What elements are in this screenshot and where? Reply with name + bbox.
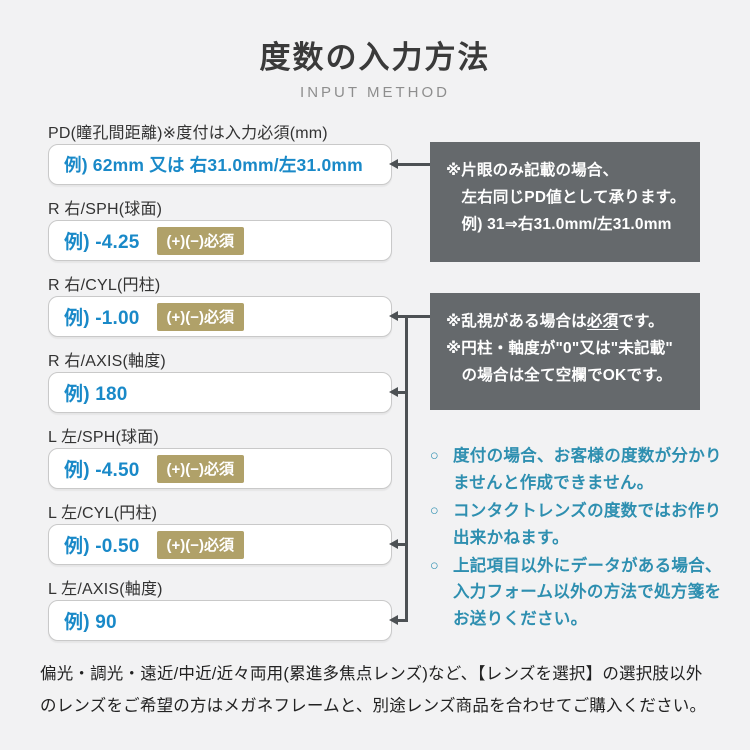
pd-note-line: ※片眼のみ記載の場合、	[446, 162, 619, 179]
notes-list: ○ 度付の場合、お客様の度数が分かりませんと作成できません。 ○ コンタクトレン…	[430, 443, 726, 634]
cyl-left-example-text: 例) -0.50	[64, 536, 140, 557]
sph-right-example-text: 例) -4.25	[64, 232, 140, 253]
pd-note-line: 例) 31⇒右31.0mm/左31.0mm	[461, 216, 672, 234]
cyl-right-example-text: 例) -1.00	[64, 308, 140, 329]
axis-left-label: L 左/AXIS(軸度)	[48, 581, 163, 598]
cyl-left-input[interactable]: 例) -0.50 (+)(−)必須	[48, 524, 392, 565]
cyl-note-line: の場合は全て空欄でOKです。	[461, 367, 673, 385]
plus-minus-required-badge: (+)(−)必須	[156, 454, 245, 483]
connector-line	[397, 391, 408, 394]
sph-right-input[interactable]: 例) -4.25 (+)(−)必須	[48, 220, 392, 261]
cyl-note-line: ※乱視がある場合は必須です。	[446, 313, 664, 330]
footer-note: 偏光・調光・遠近/中近/近々両用(累進多焦点レンズ)など、【レンズを選択】の選択…	[40, 665, 707, 716]
sph-left-example-text: 例) -4.50	[64, 460, 140, 481]
list-item: ○ 度付の場合、お客様の度数が分かりませんと作成できません。	[430, 443, 726, 497]
cyl-note-callout: ※乱視がある場合は必須です。 ※円柱・軸度が"0"又は"未記載" の場合は全て空…	[430, 293, 700, 410]
page-title: 度数の入力方法	[259, 40, 491, 75]
axis-left-input[interactable]: 例) 90	[48, 600, 392, 641]
arrow-left-icon	[389, 539, 398, 549]
sph-right-label: R 右/SPH(球面)	[48, 201, 163, 218]
cyl-right-label: R 右/CYL(円柱)	[48, 277, 161, 294]
connector-line	[397, 543, 408, 546]
plus-minus-required-badge: (+)(−)必須	[156, 226, 245, 255]
plus-minus-required-badge: (+)(−)必須	[156, 530, 245, 559]
circle-bullet-icon: ○	[430, 557, 440, 574]
pd-note-line: 左右同じPD値として承ります。	[461, 189, 686, 207]
connector-line	[405, 315, 408, 622]
note-text: 度付の場合、お客様の度数が分かりませんと作成できません。	[453, 447, 722, 492]
connector-line	[397, 619, 408, 622]
note-text: 上記項目以外にデータがある場合、入力フォーム以外の方法で処方箋をお送りください。	[453, 556, 722, 629]
arrow-left-icon	[389, 311, 398, 321]
cyl-left-label: L 左/CYL(円柱)	[48, 505, 158, 522]
cyl-note-line: ※円柱・軸度が"0"又は"未記載"	[446, 340, 673, 358]
axis-left-example-text: 例) 90	[64, 612, 117, 633]
connector-line	[397, 163, 430, 166]
sph-left-input[interactable]: 例) -4.50 (+)(−)必須	[48, 448, 392, 489]
axis-right-label: R 右/AXIS(軸度)	[48, 353, 166, 370]
plus-minus-required-badge: (+)(−)必須	[156, 302, 245, 331]
pd-example-text: 例) 62mm 又は 右31.0mm/左31.0mm	[64, 155, 363, 175]
pd-label: PD(瞳孔間距離)※度付は入力必須(mm)	[48, 125, 328, 142]
note-text: コンタクトレンズの度数ではお作り出来かねます。	[453, 501, 722, 547]
axis-right-input[interactable]: 例) 180	[48, 372, 392, 413]
circle-bullet-icon: ○	[430, 448, 440, 464]
list-item: ○ 上記項目以外にデータがある場合、入力フォーム以外の方法で処方箋をお送りくださ…	[430, 553, 726, 634]
arrow-left-icon	[389, 159, 398, 169]
arrow-left-icon	[389, 387, 398, 397]
arrow-left-icon	[389, 615, 398, 625]
sph-left-label: L 左/SPH(球面)	[48, 429, 159, 446]
pd-input[interactable]: 例) 62mm 又は 右31.0mm/左31.0mm	[48, 144, 392, 185]
cyl-right-input[interactable]: 例) -1.00 (+)(−)必須	[48, 296, 392, 337]
list-item: ○ コンタクトレンズの度数ではお作り出来かねます。	[430, 498, 726, 552]
connector-line	[397, 315, 430, 318]
pd-note-callout: ※片眼のみ記載の場合、 左右同じPD値として承ります。 例) 31⇒右31.0m…	[430, 142, 700, 262]
page-subtitle: INPUT METHOD	[300, 84, 450, 101]
axis-right-example-text: 例) 180	[64, 384, 128, 405]
circle-bullet-icon: ○	[430, 502, 440, 519]
required-emphasis: 必須	[586, 313, 619, 330]
